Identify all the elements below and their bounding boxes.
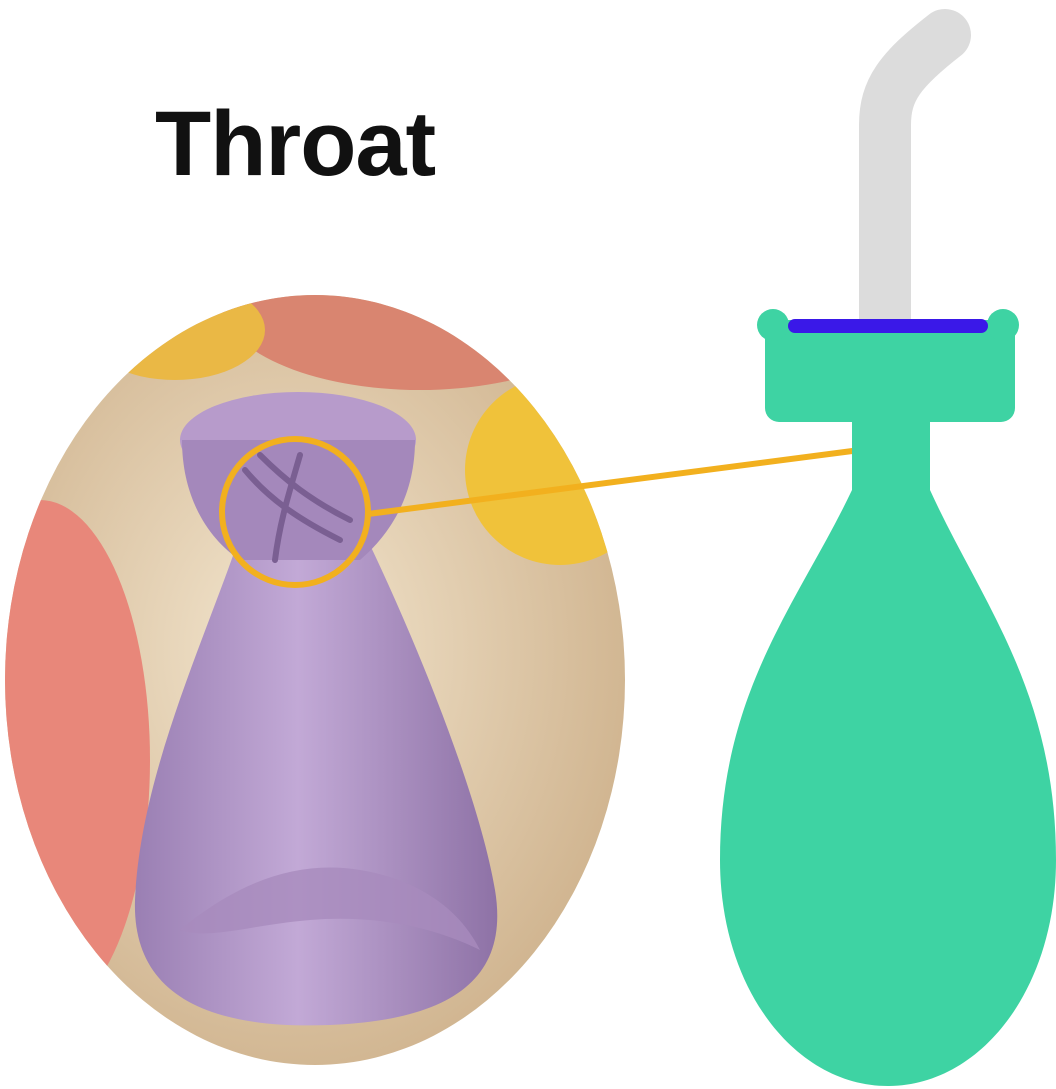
balloon-body [720, 418, 1056, 1086]
straw [885, 35, 945, 330]
knotted-balloon-photo [0, 210, 655, 1089]
balloon-lip [765, 320, 1015, 422]
lip-right-knob [987, 309, 1019, 341]
photo-yellow-balloon [465, 375, 655, 565]
photo-red-balloon [220, 210, 620, 390]
photo-yellow-balloon-top [85, 280, 265, 380]
lip-left-knob [757, 309, 789, 341]
lip-band [788, 319, 988, 333]
balloon-pump-icon [720, 35, 1056, 1086]
